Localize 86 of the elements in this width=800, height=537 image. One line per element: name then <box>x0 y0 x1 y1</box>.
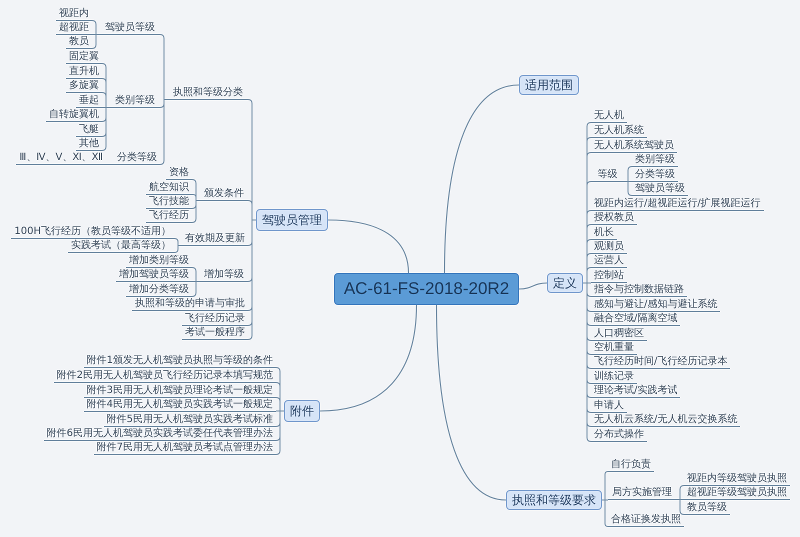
connector-line <box>106 164 114 165</box>
subtopic-label: 固定翼 <box>66 50 102 64</box>
subtopic-label: 飞行技能 <box>146 195 192 209</box>
subtopic-label: 视距内 <box>56 7 92 21</box>
subtopic-label: 局方实施管理 <box>608 486 676 500</box>
subtopic-label: 100H飞行经历（教员等级不适用） <box>11 225 174 239</box>
subtopic-label: 有效期及更新 <box>182 232 248 246</box>
subtopic-label: 分布式操作 <box>591 428 647 442</box>
subtopic-label: 自行负责 <box>608 458 654 472</box>
subtopic-label: 附件1颁发无人机驾驶员执照与等级的条件 <box>84 354 276 368</box>
subtopic-label: 飞艇 <box>76 123 102 137</box>
main-topic-box: 定义 <box>547 273 583 293</box>
subtopic-label: 资格 <box>166 166 192 180</box>
subtopic-label: 无人机系统驾驶员 <box>591 139 677 153</box>
subtopic-label: 无人机 <box>591 109 627 123</box>
subtopic-label: 执照和等级分类 <box>168 86 248 100</box>
subtopic-label: 无人机系统 <box>591 124 647 138</box>
subtopic-label: 超视距 <box>56 21 92 35</box>
subtopic-label: 超视距等级驾驶员执照 <box>684 486 790 500</box>
subtopic-label: 实践考试（最高等级） <box>68 239 174 253</box>
subtopic-label: Ⅲ、Ⅳ、Ⅴ、Ⅺ、Ⅻ <box>16 151 106 165</box>
main-topic-box: 附件 <box>284 400 320 422</box>
subtopic-label: 附件6民用无人机驾驶员实践考试委任代表管理办法 <box>44 427 276 441</box>
subtopic-label: 分类等级 <box>114 151 160 165</box>
subtopic-label: 合格证换发执照 <box>608 513 684 527</box>
subtopic-label: 附件3民用无人机驾驶员理论考试一般规定 <box>84 384 276 398</box>
subtopic-label: 飞行经历时间/飞行经历记录本 <box>591 355 730 369</box>
subtopic-label: 人口稠密区 <box>591 327 647 341</box>
subtopic-label: 考试一般程序 <box>182 326 248 340</box>
subtopic-label: 颁发条件 <box>200 187 248 201</box>
subtopic-label: 增加驾驶员等级 <box>116 268 192 282</box>
subtopic-label: 增加等级 <box>200 268 248 282</box>
subtopic-label: 附件7民用无人机驾驶员考试点管理办法 <box>94 441 276 455</box>
central-topic-box: AC-61-FS-2018-20R2 <box>334 273 519 305</box>
subtopic-label: 直升机 <box>66 65 102 79</box>
branch-curve <box>436 305 506 501</box>
subtopic-label: 观测员 <box>591 240 627 254</box>
subtopic-label: 附件2民用无人机驾驶员飞行经历记录本填写规范 <box>54 369 276 383</box>
subtopic-label: 空机重量 <box>591 341 637 355</box>
connector-line <box>602 471 608 500</box>
subtopic-label: 机长 <box>591 226 617 240</box>
subtopic-label: 自转旋翼机 <box>46 108 102 122</box>
branch-curve <box>328 219 410 274</box>
subtopic-label: 等级 <box>591 168 624 182</box>
subtopic-label: 申请人 <box>591 399 627 413</box>
subtopic-label: 融合空域/隔离空域 <box>591 312 680 326</box>
subtopic-label: 飞行经历记录 <box>182 312 248 326</box>
subtopic-label: 视距内运行/超视距运行/扩展视距运行 <box>591 197 764 211</box>
subtopic-label: 感知与避让/感知与避让系统 <box>591 298 720 312</box>
subtopic-label: 指令与控制数据链路 <box>591 283 687 297</box>
connector-line <box>192 281 200 297</box>
subtopic-label: 驾驶员等级 <box>632 182 688 196</box>
main-topic-box: 驾驶员管理 <box>256 209 328 231</box>
branch-curve <box>444 84 520 274</box>
main-topic-box: 执照和等级要求 <box>506 490 602 510</box>
subtopic-label: 增加类别等级 <box>126 254 192 268</box>
subtopic-label: 训练记录 <box>591 370 637 384</box>
subtopic-label: 类别等级 <box>110 94 160 108</box>
connector-line <box>102 107 110 151</box>
subtopic-label: 授权教员 <box>591 211 637 225</box>
subtopic-label: 教员等级 <box>684 501 730 515</box>
subtopic-label: 驾驶员等级 <box>100 21 160 35</box>
connector-line <box>676 499 684 515</box>
connector-line <box>174 245 182 253</box>
subtopic-label: 多旋翼 <box>66 79 102 93</box>
subtopic-label: 理论考试/实践考试 <box>591 384 680 398</box>
subtopic-label: 附件5民用无人机驾驶员实践考试标准 <box>104 413 276 427</box>
connector-line <box>192 200 200 223</box>
subtopic-label: 附件4民用无人机驾驶员实践考试一般规定 <box>84 398 276 412</box>
connector-line <box>602 500 608 527</box>
branch-curve <box>518 282 548 290</box>
subtopic-label: 控制站 <box>591 269 627 283</box>
subtopic-label: 教员 <box>66 35 92 49</box>
subtopic-label: 垂起 <box>76 94 102 108</box>
branch-curve <box>320 304 418 412</box>
subtopic-label: 运营人 <box>591 254 627 268</box>
subtopic-label: 视距内等级驾驶员执照 <box>684 472 790 486</box>
main-topic-box: 适用范围 <box>519 75 579 95</box>
subtopic-label: 增加分类等级 <box>126 283 192 297</box>
subtopic-label: 类别等级 <box>632 153 678 167</box>
subtopic-label: 飞行经历 <box>146 209 192 223</box>
subtopic-label: 其他 <box>76 137 102 151</box>
subtopic-label: 执照和等级的申请与审批 <box>132 297 248 311</box>
subtopic-label: 分类等级 <box>632 168 678 182</box>
subtopic-label: 无人机云系统/无人机云交换系统 <box>591 413 740 427</box>
subtopic-label: 航空知识 <box>146 181 192 195</box>
